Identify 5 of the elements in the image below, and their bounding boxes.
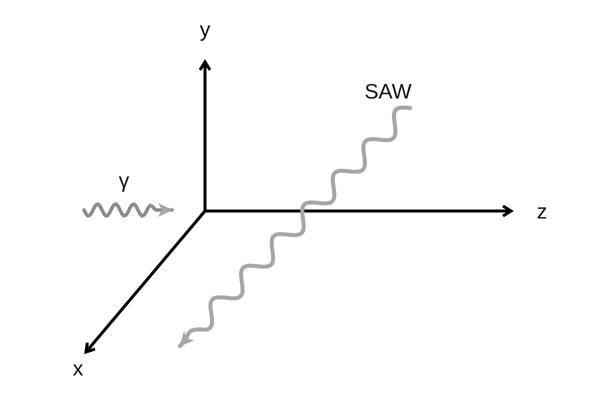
axis-label: γ — [118, 170, 130, 192]
axis-label: y — [200, 20, 210, 40]
axis-label: z — [536, 202, 548, 222]
axis-label: SAW — [364, 82, 412, 102]
axis-label: x — [72, 358, 84, 380]
